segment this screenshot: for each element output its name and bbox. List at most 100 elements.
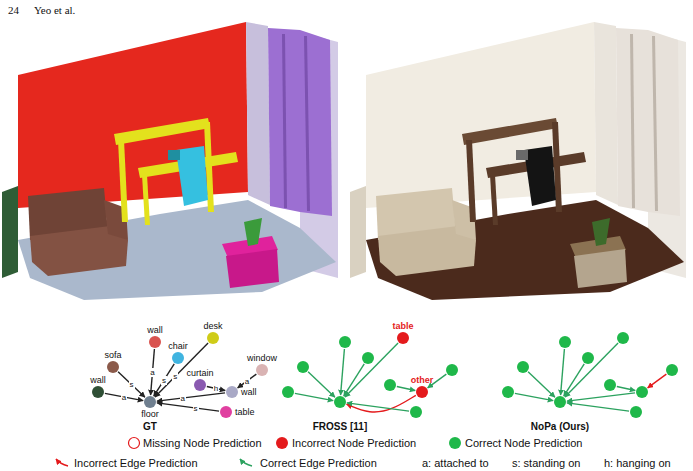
correct-node: [297, 361, 309, 373]
node-label: other: [411, 375, 434, 385]
correct-node: [604, 379, 616, 391]
correct-node: [559, 336, 571, 348]
graph-node: table: [220, 406, 232, 418]
legend-text: Incorrect Edge Prediction: [74, 457, 198, 470]
scene-surface: [366, 22, 596, 208]
legend-symbol: [240, 459, 252, 466]
scene-surface: [246, 22, 270, 205]
legend-text: Incorrect Node Prediction: [292, 437, 416, 450]
correct-edge: [515, 393, 553, 400]
edge-label: a: [149, 368, 155, 377]
correct-edge: [308, 372, 335, 397]
correct-edge: [341, 349, 345, 395]
relation-edge: [157, 393, 225, 401]
page-number: 24: [8, 4, 19, 16]
correct-node: [502, 386, 514, 398]
correct-edge: [295, 393, 333, 400]
legend-text: Correct Node Prediction: [465, 437, 582, 450]
correct-edge: [345, 343, 398, 397]
correct-edge: [344, 364, 364, 396]
incorrect-edge: [347, 395, 416, 412]
legend-symbol: [56, 459, 68, 466]
scene-surface: [462, 118, 558, 145]
relation-edge: [105, 393, 143, 400]
node-label: wall: [147, 325, 163, 335]
scene-surface: [118, 140, 128, 222]
correct-edge: [564, 364, 584, 396]
scene-surface: [176, 146, 208, 206]
correct-edge: [397, 386, 415, 390]
scene-surface: [168, 150, 180, 160]
scene-surface: [592, 218, 610, 246]
scene-surface: [524, 146, 556, 206]
edge-label: a: [121, 393, 127, 402]
correct-edge: [561, 349, 565, 395]
correct-node: [666, 364, 678, 376]
relation-edge: [157, 403, 219, 411]
correct-node: [630, 406, 642, 418]
graph-title: FROSS [11]: [313, 421, 367, 432]
scene-surface: [244, 218, 262, 246]
legend-swatch: [449, 437, 461, 449]
graph-node: desk: [207, 332, 219, 344]
correct-node: [282, 386, 294, 398]
node-label: chair: [168, 341, 188, 351]
graph-title: GT: [143, 421, 157, 432]
graph-title: NoPa (Ours): [531, 421, 589, 432]
node-label: curtain: [187, 368, 214, 378]
scene-surface: [226, 249, 279, 288]
scene-surface: [652, 36, 658, 211]
scene-surface: [594, 22, 618, 205]
graph-node: window: [256, 364, 268, 376]
scene-surface: [466, 140, 476, 222]
graph-node: chair: [172, 352, 184, 364]
correct-edge: [567, 403, 629, 411]
correct-node: [582, 352, 594, 364]
relation-edge: [154, 364, 174, 396]
legend-symbol: [129, 438, 140, 449]
correct-node: [410, 406, 422, 418]
correct-node: [384, 379, 396, 391]
edge-label: h: [213, 384, 219, 393]
node-label: table: [235, 407, 255, 417]
graph-node: curtain: [194, 379, 206, 391]
scene-surface: [268, 28, 332, 216]
scene-surface: [516, 150, 528, 160]
graph-node: wall: [149, 336, 161, 348]
correct-edge: [567, 393, 635, 401]
legend-text: h: hanging on: [604, 457, 671, 470]
correct-edge: [528, 372, 555, 397]
edge-label: a: [180, 394, 186, 403]
scene-surface: [18, 22, 248, 208]
running-head: Yeo et al.: [34, 4, 75, 16]
correct-edge: [617, 386, 635, 390]
correct-node: [446, 364, 458, 376]
legend-swatch: [276, 437, 288, 449]
correct-node: [517, 361, 529, 373]
edge-label: s: [193, 404, 199, 413]
incorrect-node: other: [416, 386, 428, 398]
scene-surface: [114, 118, 210, 145]
prediction-graph: [282, 336, 458, 418]
scene-surface: [630, 34, 635, 208]
node-label: wall: [241, 387, 257, 397]
scene-surface: [142, 175, 150, 225]
legend-text: a: attached to: [422, 457, 489, 470]
correct-node: [617, 332, 629, 344]
scene-surface: [2, 186, 18, 278]
correct-edge: [565, 343, 618, 397]
incorrect-edge: [648, 374, 667, 388]
node-label: table: [393, 321, 414, 331]
edge-label: s: [172, 372, 178, 381]
legend-text: s: standing on: [512, 457, 581, 470]
correct-edge: [347, 403, 409, 411]
semantic-render: [2, 22, 338, 300]
prediction-graph: [502, 332, 678, 418]
correct-node: [362, 352, 374, 364]
edge-label: s: [161, 376, 167, 385]
correct-node: [636, 386, 648, 398]
legend-text: Correct Edge Prediction: [260, 457, 377, 470]
